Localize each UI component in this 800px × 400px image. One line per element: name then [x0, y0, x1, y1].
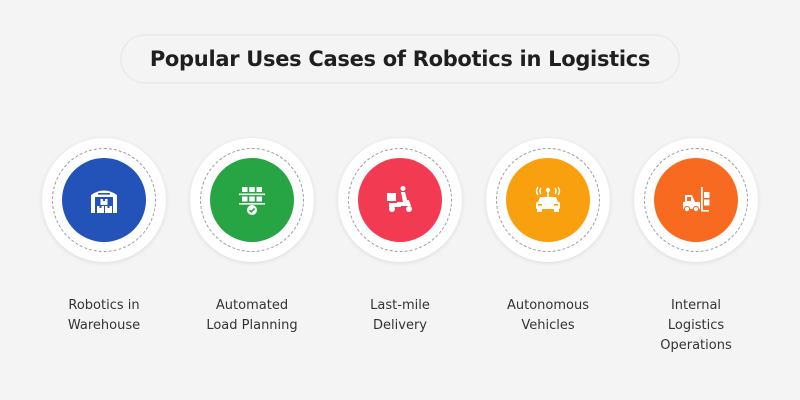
- warehouse-icon: [91, 190, 117, 213]
- use-case-label: Internal Logistics Operations: [660, 298, 732, 353]
- use-case-automated-load-planning: Automated Load Planning: [178, 138, 326, 336]
- use-case-label: Autonomous Vehicles: [506, 298, 589, 333]
- use-case-last-mile-delivery: Last-mile Delivery: [326, 138, 474, 336]
- load-planning-icon: [239, 187, 265, 215]
- page-title: Popular Uses Cases of Robotics in Logist…: [149, 47, 651, 71]
- icon-badge: [486, 138, 610, 262]
- use-case-internal-logistics-operations: Internal Logistics Operations: [622, 138, 770, 356]
- use-case-autonomous-vehicles: Autonomous Vehicles: [474, 138, 622, 336]
- icon-badge: [338, 138, 462, 262]
- dashed-ring: [52, 148, 156, 252]
- icon-circle: [654, 158, 738, 242]
- dashed-ring: [200, 148, 304, 252]
- icon-badge: [42, 138, 166, 262]
- icon-badge: [634, 138, 758, 262]
- use-case-robotics-in-warehouse: Robotics in Warehouse: [30, 138, 178, 336]
- icon-circle: [62, 158, 146, 242]
- dashed-ring: [496, 148, 600, 252]
- forklift-icon: [683, 187, 710, 213]
- icon-circle: [506, 158, 590, 242]
- use-case-label: Last-mile Delivery: [370, 298, 430, 333]
- use-case-label: Robotics in Warehouse: [67, 298, 141, 333]
- icon-badge: [190, 138, 314, 262]
- title-pill: Popular Uses Cases of Robotics in Logist…: [120, 34, 680, 84]
- icon-circle: [358, 158, 442, 242]
- dashed-ring: [348, 148, 452, 252]
- icon-circle: [210, 158, 294, 242]
- dashed-ring: [644, 148, 748, 252]
- delivery-scooter-icon: [387, 186, 412, 212]
- use-case-label: Automated Load Planning: [206, 298, 298, 333]
- autonomous-vehicle-icon: [535, 186, 561, 212]
